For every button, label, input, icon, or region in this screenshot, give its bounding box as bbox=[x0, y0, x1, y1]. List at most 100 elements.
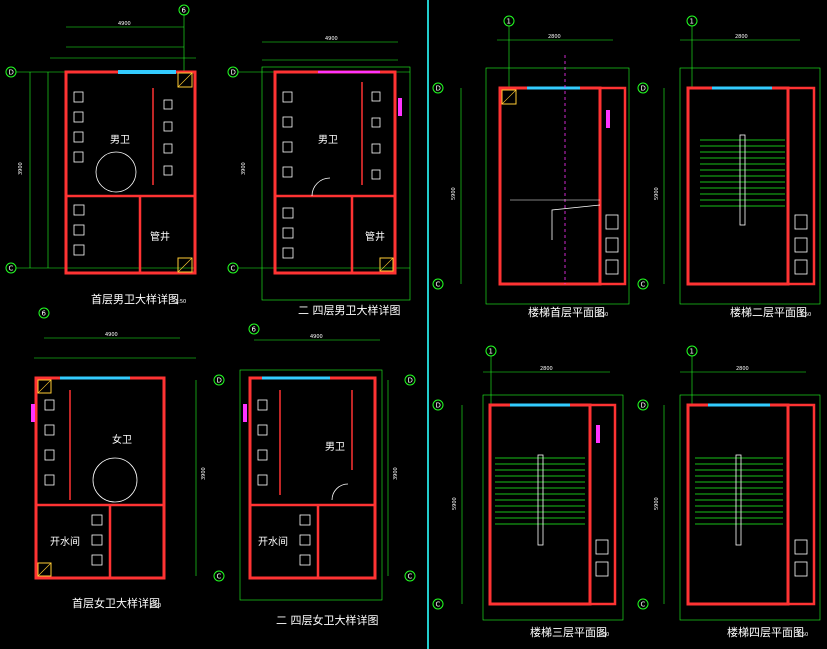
axis-label-C: C bbox=[436, 281, 441, 289]
axis-bubble-6 bbox=[38, 307, 50, 319]
basin-3 bbox=[794, 259, 808, 275]
side-dimension: 3900 bbox=[201, 467, 207, 480]
basin-1 bbox=[299, 514, 311, 526]
top-dimension: 2800 bbox=[736, 366, 749, 372]
toilet-4 bbox=[44, 474, 55, 486]
column-hatch bbox=[177, 72, 193, 88]
basin-1 bbox=[794, 539, 808, 555]
axis-label-6: 6 bbox=[252, 326, 257, 334]
basin-3 bbox=[299, 554, 311, 566]
top-dimension: 4900 bbox=[325, 36, 338, 42]
plan-title: 二 四层女卫大样详图 bbox=[276, 613, 379, 627]
column-hatch-2 bbox=[37, 562, 52, 577]
service-room-wall bbox=[588, 403, 617, 606]
column-hatch bbox=[379, 257, 394, 272]
axis-label-6: 6 bbox=[182, 7, 187, 15]
axis-label-D: D bbox=[231, 69, 236, 77]
service-room-wall bbox=[786, 86, 816, 286]
top-dimension: 2800 bbox=[548, 34, 561, 40]
plan-men-toilet-upper: 4900 D C 3900 男卫 管井 二 四层男卫大样详图 bbox=[227, 36, 411, 317]
toilet-1 bbox=[257, 399, 268, 411]
urinal-1 bbox=[371, 91, 381, 102]
side-dimension: 3900 bbox=[18, 162, 24, 175]
toilet-3 bbox=[257, 449, 268, 461]
frame bbox=[485, 67, 630, 305]
axis-bubble-D bbox=[637, 82, 649, 94]
urinal-4 bbox=[163, 165, 173, 176]
door-swing bbox=[331, 483, 349, 501]
basin-3 bbox=[91, 554, 103, 566]
sink-2 bbox=[73, 111, 84, 123]
axis-label-D: D bbox=[408, 377, 413, 385]
axis-label-C: C bbox=[217, 573, 222, 581]
basin-3 bbox=[605, 259, 619, 275]
urinal-3 bbox=[163, 143, 173, 154]
sink-1 bbox=[73, 91, 84, 103]
frame bbox=[679, 67, 821, 305]
frame bbox=[239, 369, 383, 601]
side-dimension: 5900 bbox=[452, 497, 458, 510]
door-swing bbox=[92, 457, 138, 503]
stair-treads bbox=[695, 457, 783, 525]
basin-1 bbox=[605, 214, 619, 230]
axis-bubble-C bbox=[432, 278, 444, 290]
axis-label-1: 1 bbox=[489, 348, 493, 356]
sink-4 bbox=[282, 166, 293, 178]
column-hatch-line bbox=[37, 379, 52, 394]
axis-bubble-C bbox=[213, 570, 225, 582]
side-dimension: 3900 bbox=[393, 467, 399, 480]
axis-label-6: 6 bbox=[42, 310, 47, 318]
axis-bubble-C bbox=[637, 598, 649, 610]
sub-room-label: 开水间 bbox=[258, 535, 288, 548]
basin-2 bbox=[73, 224, 85, 236]
column-hatch-2 bbox=[177, 257, 193, 273]
axis-bubble-6 bbox=[248, 323, 260, 335]
column-hatch-line-2 bbox=[177, 257, 193, 273]
urinal-4 bbox=[371, 169, 381, 180]
axis-bubble-6 bbox=[178, 4, 190, 16]
sink-2 bbox=[282, 116, 293, 128]
plan-stair-ground: 1 2800 D C 5900 楼梯首层平面图 1:50 bbox=[432, 15, 630, 319]
axis-label-C: C bbox=[641, 601, 646, 609]
axis-label-D: D bbox=[436, 85, 441, 93]
column-hatch-line bbox=[177, 72, 193, 88]
urinal-2 bbox=[371, 117, 381, 128]
side-dimension: 3900 bbox=[241, 162, 247, 175]
column-hatch bbox=[37, 379, 52, 394]
axis-label-D: D bbox=[9, 69, 14, 77]
scale-label: 1:50 bbox=[150, 603, 161, 609]
sink-4 bbox=[73, 151, 84, 163]
toilet-1 bbox=[44, 399, 55, 411]
scale-label: 1:50 bbox=[598, 632, 609, 638]
accent-mark bbox=[596, 425, 600, 443]
plan-title: 楼梯四层平面图 bbox=[727, 625, 804, 639]
basin-2 bbox=[794, 561, 808, 577]
axis-label-C: C bbox=[231, 265, 236, 273]
top-dimension: 4900 bbox=[105, 332, 118, 338]
axis-label-C: C bbox=[641, 281, 646, 289]
toilet-2 bbox=[44, 424, 55, 436]
plan-title: 首层男卫大样详图 bbox=[91, 292, 179, 306]
axis-bubble-D bbox=[432, 399, 444, 411]
urinal-1 bbox=[163, 99, 173, 110]
axis-label-C: C bbox=[408, 573, 413, 581]
plan-women-toilet-ground: 6 4900 D C 3900 女卫 开水间 首层女卫大样详图 1:50 bbox=[31, 307, 225, 610]
plan-stair-fourth: 1 2800 D C 5900 楼梯四层平面图 bbox=[637, 345, 821, 639]
toilet-4 bbox=[257, 474, 268, 486]
scale-label: 1:50 bbox=[175, 299, 186, 305]
stair-treads bbox=[495, 457, 585, 525]
side-dimension: 5900 bbox=[451, 187, 457, 200]
frame bbox=[482, 394, 624, 621]
basin-2 bbox=[605, 237, 619, 253]
toilet-2 bbox=[257, 424, 268, 436]
axis-bubble-D bbox=[213, 374, 225, 386]
basin-1 bbox=[794, 214, 808, 230]
axis-label-D: D bbox=[641, 402, 646, 410]
axis-bubble-D bbox=[404, 374, 416, 386]
service-room-wall bbox=[786, 403, 816, 606]
scale-label: 1:50 bbox=[800, 312, 811, 318]
door-swing bbox=[95, 151, 137, 193]
accent-mark bbox=[243, 404, 247, 422]
